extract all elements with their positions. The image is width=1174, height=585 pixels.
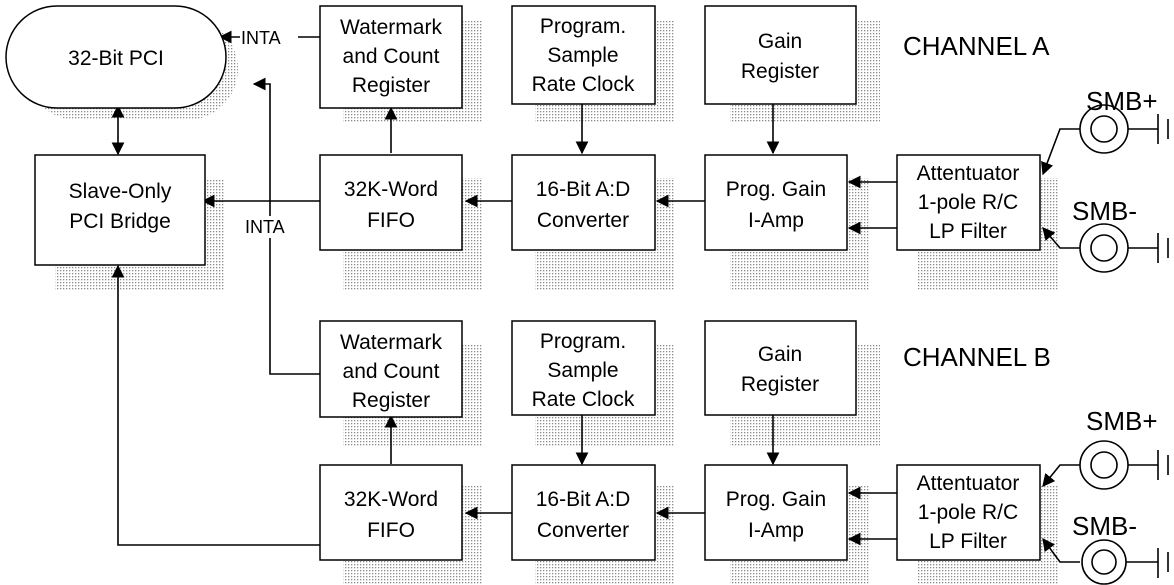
watermark-a-line-2: and Count <box>343 45 440 68</box>
smb-b-plus-wire <box>1042 464 1080 487</box>
smb-plus-b-label: SMB+ <box>1086 406 1158 436</box>
adc-b-line-1: 16-Bit A:D <box>536 488 631 511</box>
filter-b <box>896 464 1041 561</box>
smb-minus-b-label: SMB- <box>1072 511 1137 541</box>
adc-b <box>511 464 656 561</box>
pci-bridge-label-2: PCI Bridge <box>69 210 171 233</box>
filter-b-line-3: LP Filter <box>929 530 1007 553</box>
clock-a-line-3: Rate Clock <box>532 73 635 96</box>
sample-rate-clock-b <box>511 320 656 416</box>
gain-register-a <box>704 5 857 105</box>
smb-a-minus-wire <box>1042 227 1080 249</box>
watermark-register-a <box>319 5 463 109</box>
filter-a <box>896 154 1041 251</box>
fifo-b <box>319 464 463 561</box>
adc-a-line-2: Converter <box>537 209 629 232</box>
pci-bus-block <box>5 5 227 109</box>
smb-connector-b-minus-icon <box>1081 539 1169 585</box>
fifo-b-to-bridge <box>111 264 320 546</box>
clock-b-line-3: Rate Clock <box>532 388 635 411</box>
filter-a-line-1: Attentuator <box>917 162 1020 185</box>
wires <box>111 30 1080 563</box>
gain-register-b <box>704 320 857 416</box>
fifo-a-line-2: FIFO <box>367 209 415 232</box>
channel-a-title: CHANNEL A <box>903 31 1050 61</box>
watermark-a-line-3: Register <box>352 74 430 97</box>
gain-reg-a-line-1: Gain <box>758 30 802 53</box>
smb-plus-a-label: SMB+ <box>1086 86 1158 116</box>
filter-a-line-2: 1-pole R/C <box>918 191 1018 214</box>
gain-reg-b-line-1: Gain <box>758 343 802 366</box>
watermark-b-line-1: Watermark <box>340 331 442 354</box>
amp-b-line-2: I-Amp <box>748 519 804 542</box>
adc-b-line-2: Converter <box>537 519 629 542</box>
adc-a <box>511 154 656 251</box>
watermark-b-line-2: and Count <box>343 360 440 383</box>
clock-b-line-2: Sample <box>547 359 618 382</box>
fifo-b-line-2: FIFO <box>367 519 415 542</box>
smb-connector-b-plus-icon <box>1079 440 1169 490</box>
filter-b-line-1: Attentuator <box>917 472 1020 495</box>
amp-b-line-1: Prog. Gain <box>726 488 826 511</box>
channel-b-title: CHANNEL B <box>903 342 1051 372</box>
fifo-b-line-1: 32K-Word <box>344 488 438 511</box>
smb-a-plus-wire <box>1041 128 1080 176</box>
gain-amp-a <box>704 154 848 251</box>
pci-bridge-label-1: Slave-Only <box>69 180 172 203</box>
watermark-b-line-3: Register <box>352 389 430 412</box>
filter-a-line-3: LP Filter <box>929 220 1007 243</box>
pci-bridge-block <box>34 154 206 266</box>
clock-b-line-1: Program. <box>540 330 626 353</box>
watermark-register-b <box>319 320 463 418</box>
gain-reg-b-line-2: Register <box>741 373 819 396</box>
inta-label-b: INTA <box>245 217 285 237</box>
watermark-a-line-1: Watermark <box>340 16 442 39</box>
smb-connector-a-plus-icon <box>1079 104 1169 154</box>
gain-amp-b <box>704 464 848 561</box>
sample-rate-clock-a <box>511 5 656 105</box>
amp-a-line-2: I-Amp <box>748 209 804 232</box>
pci-bus-label: 32-Bit PCI <box>68 47 164 70</box>
amp-a-line-1: Prog. Gain <box>726 178 826 201</box>
adc-a-line-1: 16-Bit A:D <box>536 178 631 201</box>
inta-label-a: INTA <box>241 28 281 48</box>
clock-a-line-2: Sample <box>547 44 618 67</box>
gain-reg-a-line-2: Register <box>741 60 819 83</box>
filter-b-line-2: 1-pole R/C <box>918 501 1018 524</box>
fifo-a-line-1: 32K-Word <box>344 178 438 201</box>
smb-b-minus-wire <box>1042 537 1080 563</box>
smb-minus-a-label: SMB- <box>1072 196 1137 226</box>
clock-a-line-1: Program. <box>540 15 626 38</box>
fifo-a <box>319 154 463 251</box>
smb-connector-a-minus-icon <box>1079 223 1169 273</box>
